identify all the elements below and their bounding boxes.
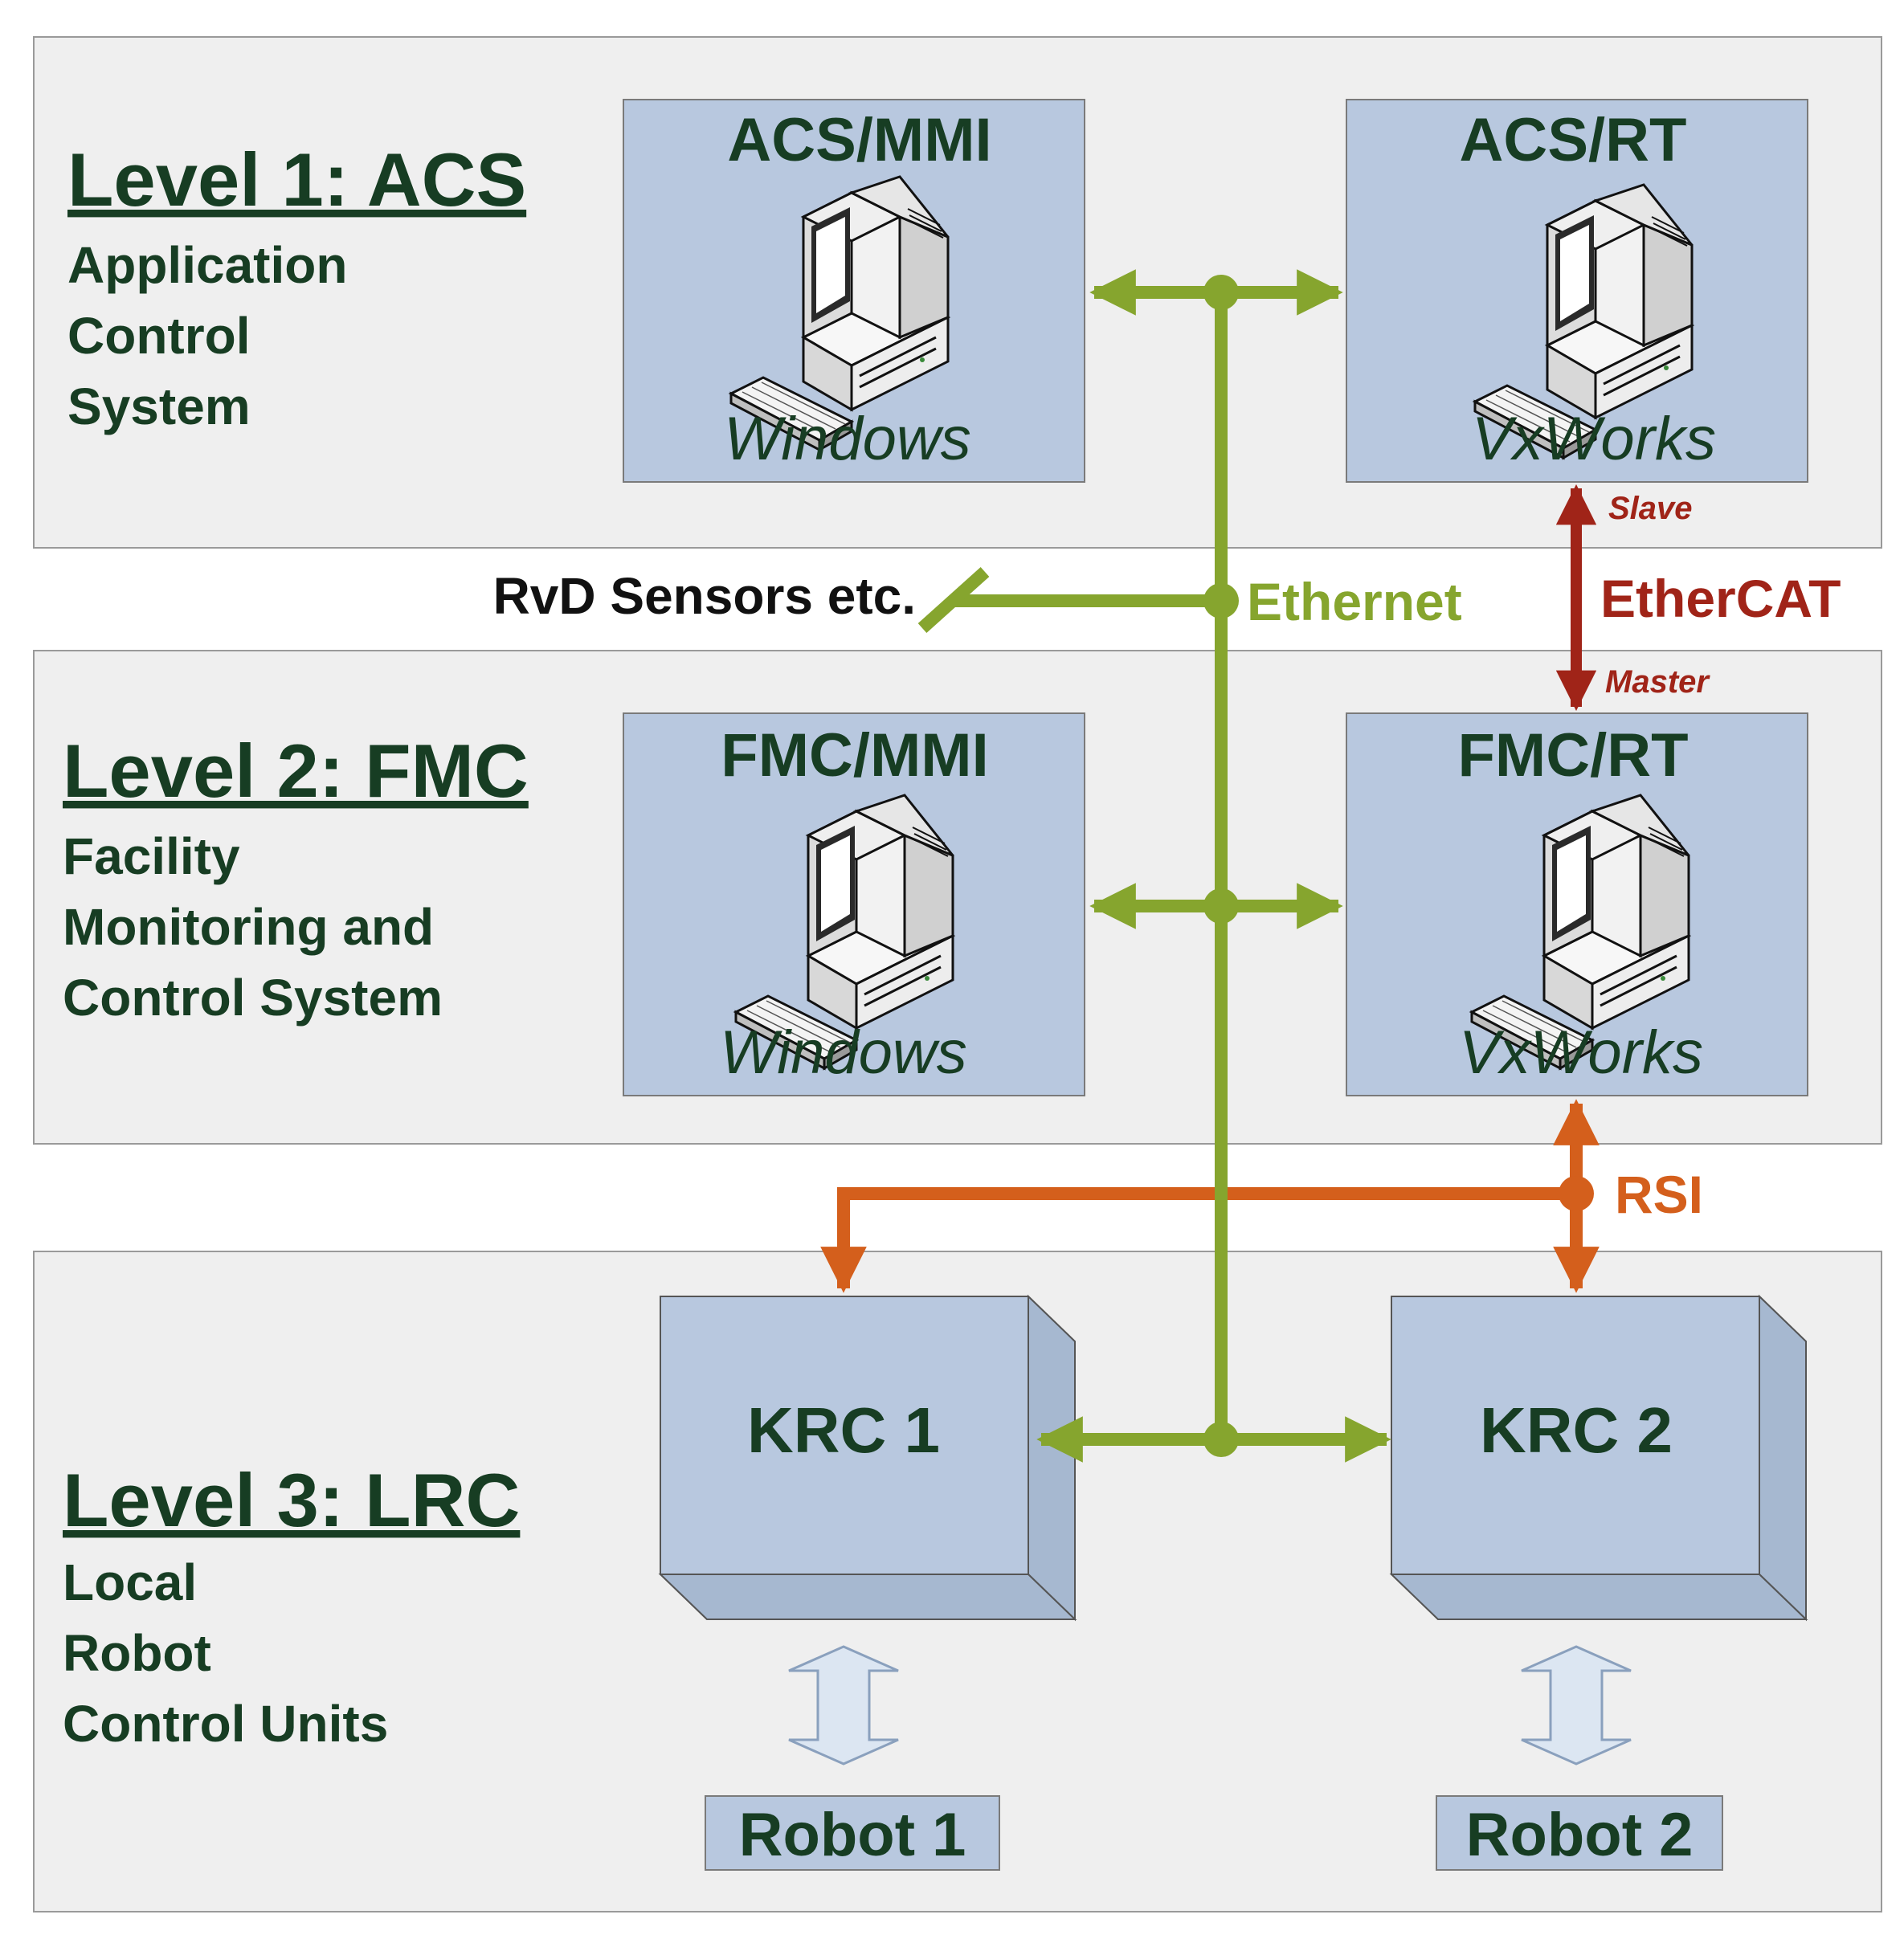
krc1-box [658,1294,1077,1622]
robot1-label: Robot 1 [739,1801,966,1869]
rsi-junction [1559,1176,1594,1211]
level-2-desc-line-3: Control System [63,969,443,1027]
acs-mmi-title: ACS/MMI [727,106,991,174]
ethernet-junction-3 [1203,1422,1239,1457]
fmc-mmi-os: Windows [720,1018,967,1087]
robot1-box [705,1795,1000,1871]
acs-mmi-os: Windows [724,405,971,473]
level-2-desc-line-1: Facility [63,827,240,885]
level-3-title: Level 3: LRC [63,1458,520,1542]
ethernet-junction-2 [1203,888,1239,924]
krc2-box [1389,1294,1808,1622]
level-3-desc-line-1: Local [63,1553,197,1611]
ethernet-junction-sensors [1203,583,1239,618]
level-1-title: Level 1: ACS [67,137,526,222]
level-1-desc-line-3: System [67,378,251,435]
rsi-label: RSI [1615,1165,1703,1224]
acs-rt-os: VxWorks [1472,405,1716,473]
ethernet-bus [917,269,1391,1463]
ethercat-master-label: Master [1605,664,1710,700]
robot2-box [1436,1795,1723,1871]
fmc-rt-os: VxWorks [1459,1018,1703,1087]
ethernet-label: Ethernet [1247,572,1462,631]
ethercat-slave-label: Slave [1608,491,1693,526]
level-3-desc-line-2: Robot [63,1624,211,1682]
level-3-desc-line-3: Control Units [63,1695,388,1753]
level-1-desc-line-2: Control [67,307,251,365]
krc2-label: KRC 2 [1480,1394,1673,1466]
robot2-link-arrow [1521,1645,1632,1766]
fmc-mmi-title: FMC/MMI [721,721,988,790]
fmc-rt-title: FMC/RT [1457,721,1688,790]
ethernet-junction-1 [1203,275,1239,310]
sensors-label: RvD Sensors etc. [493,567,916,625]
robot1-link-arrow [788,1645,899,1766]
ethercat-label: EtherCAT [1600,569,1841,628]
level-2-desc-line-2: Monitoring and [63,898,434,956]
robot2-label: Robot 2 [1466,1801,1694,1869]
level-2-title: Level 2: FMC [63,729,529,813]
acs-rt-title: ACS/RT [1460,106,1687,174]
level-1-desc-line-1: Application [67,236,347,294]
krc1-label: KRC 1 [747,1394,940,1466]
